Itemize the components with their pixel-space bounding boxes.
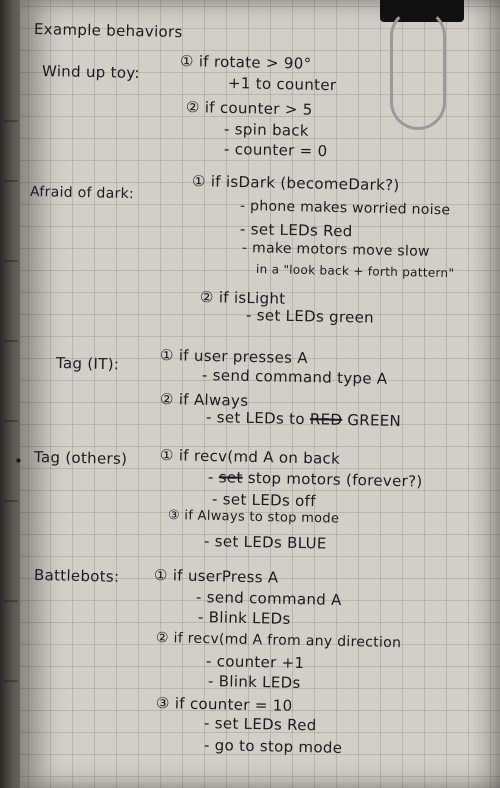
note-line: - Blink LEDs [207,672,301,692]
note-line: ① if recv(md A on back [159,446,341,468]
binder-clip-wire [390,8,446,130]
note-line: - Blink LEDs [197,608,291,628]
note-line: - go to stop mode [203,736,343,757]
note-line: - make motors move slow [241,240,430,260]
note-line: - set LEDs Red [239,220,353,241]
note-line: - counter = 0 [223,140,328,161]
note-line: - set stop motors (forever?) [208,468,423,490]
note-line: - set LEDs off [211,490,316,511]
note-text: GREEN [347,410,402,431]
note-line: ③ if counter = 10 [155,694,293,715]
crossed-out-word: set [218,468,243,487]
note-line: - send command type A [201,366,388,388]
adjacent-page-edge [0,0,22,788]
note-line: ① if userPress A [153,566,279,587]
section-heading: Battlebots: [33,566,120,586]
section-heading: Wind up toy: [41,62,140,83]
note-line: +1 to counter [227,74,337,95]
note-line: ① if rotate > 90° [179,52,312,73]
crossed-out-word: RED [309,410,343,429]
section-heading: Afraid of dark: [29,184,135,203]
note-line: - set LEDs BLUE [203,532,327,553]
note-line: ② if recv(md A from any direction [155,630,402,652]
section-heading: Tag (IT): [55,354,120,374]
note-line: - send command A [195,588,342,610]
page-shadow [470,0,500,788]
adjacent-page-writing [0,0,22,788]
note-text: - [207,468,214,487]
note-line: - counter +1 [205,652,305,673]
section-heading: Tag (others) [33,448,128,468]
note-line: ② if isLight [199,288,286,308]
note-text: stop motors (forever?) [247,468,423,491]
note-line: - set LEDs to RED GREEN [206,408,401,430]
note-line: ③ if Always to stop mode [167,508,340,527]
note-line: - set LEDs green [245,306,375,327]
note-line: - set LEDs Red [203,714,317,735]
note-line: in a "look back + forth pattern" [255,262,455,281]
note-line: ① if isDark (becomeDark?) [191,172,400,195]
note-line: ① if user presses A [159,346,309,368]
note-line: - phone makes worried noise [239,198,451,219]
notebook-page: Example behaviors Wind up toy: ① if rota… [14,0,500,788]
note-line: - spin back [223,120,310,140]
note-line: ② if counter > 5 [185,98,313,119]
note-text: - set LEDs to [205,408,305,429]
page-title: Example behaviors [33,20,183,42]
note-line: ② if Always [159,390,249,410]
margin-bullet: • [13,452,24,471]
